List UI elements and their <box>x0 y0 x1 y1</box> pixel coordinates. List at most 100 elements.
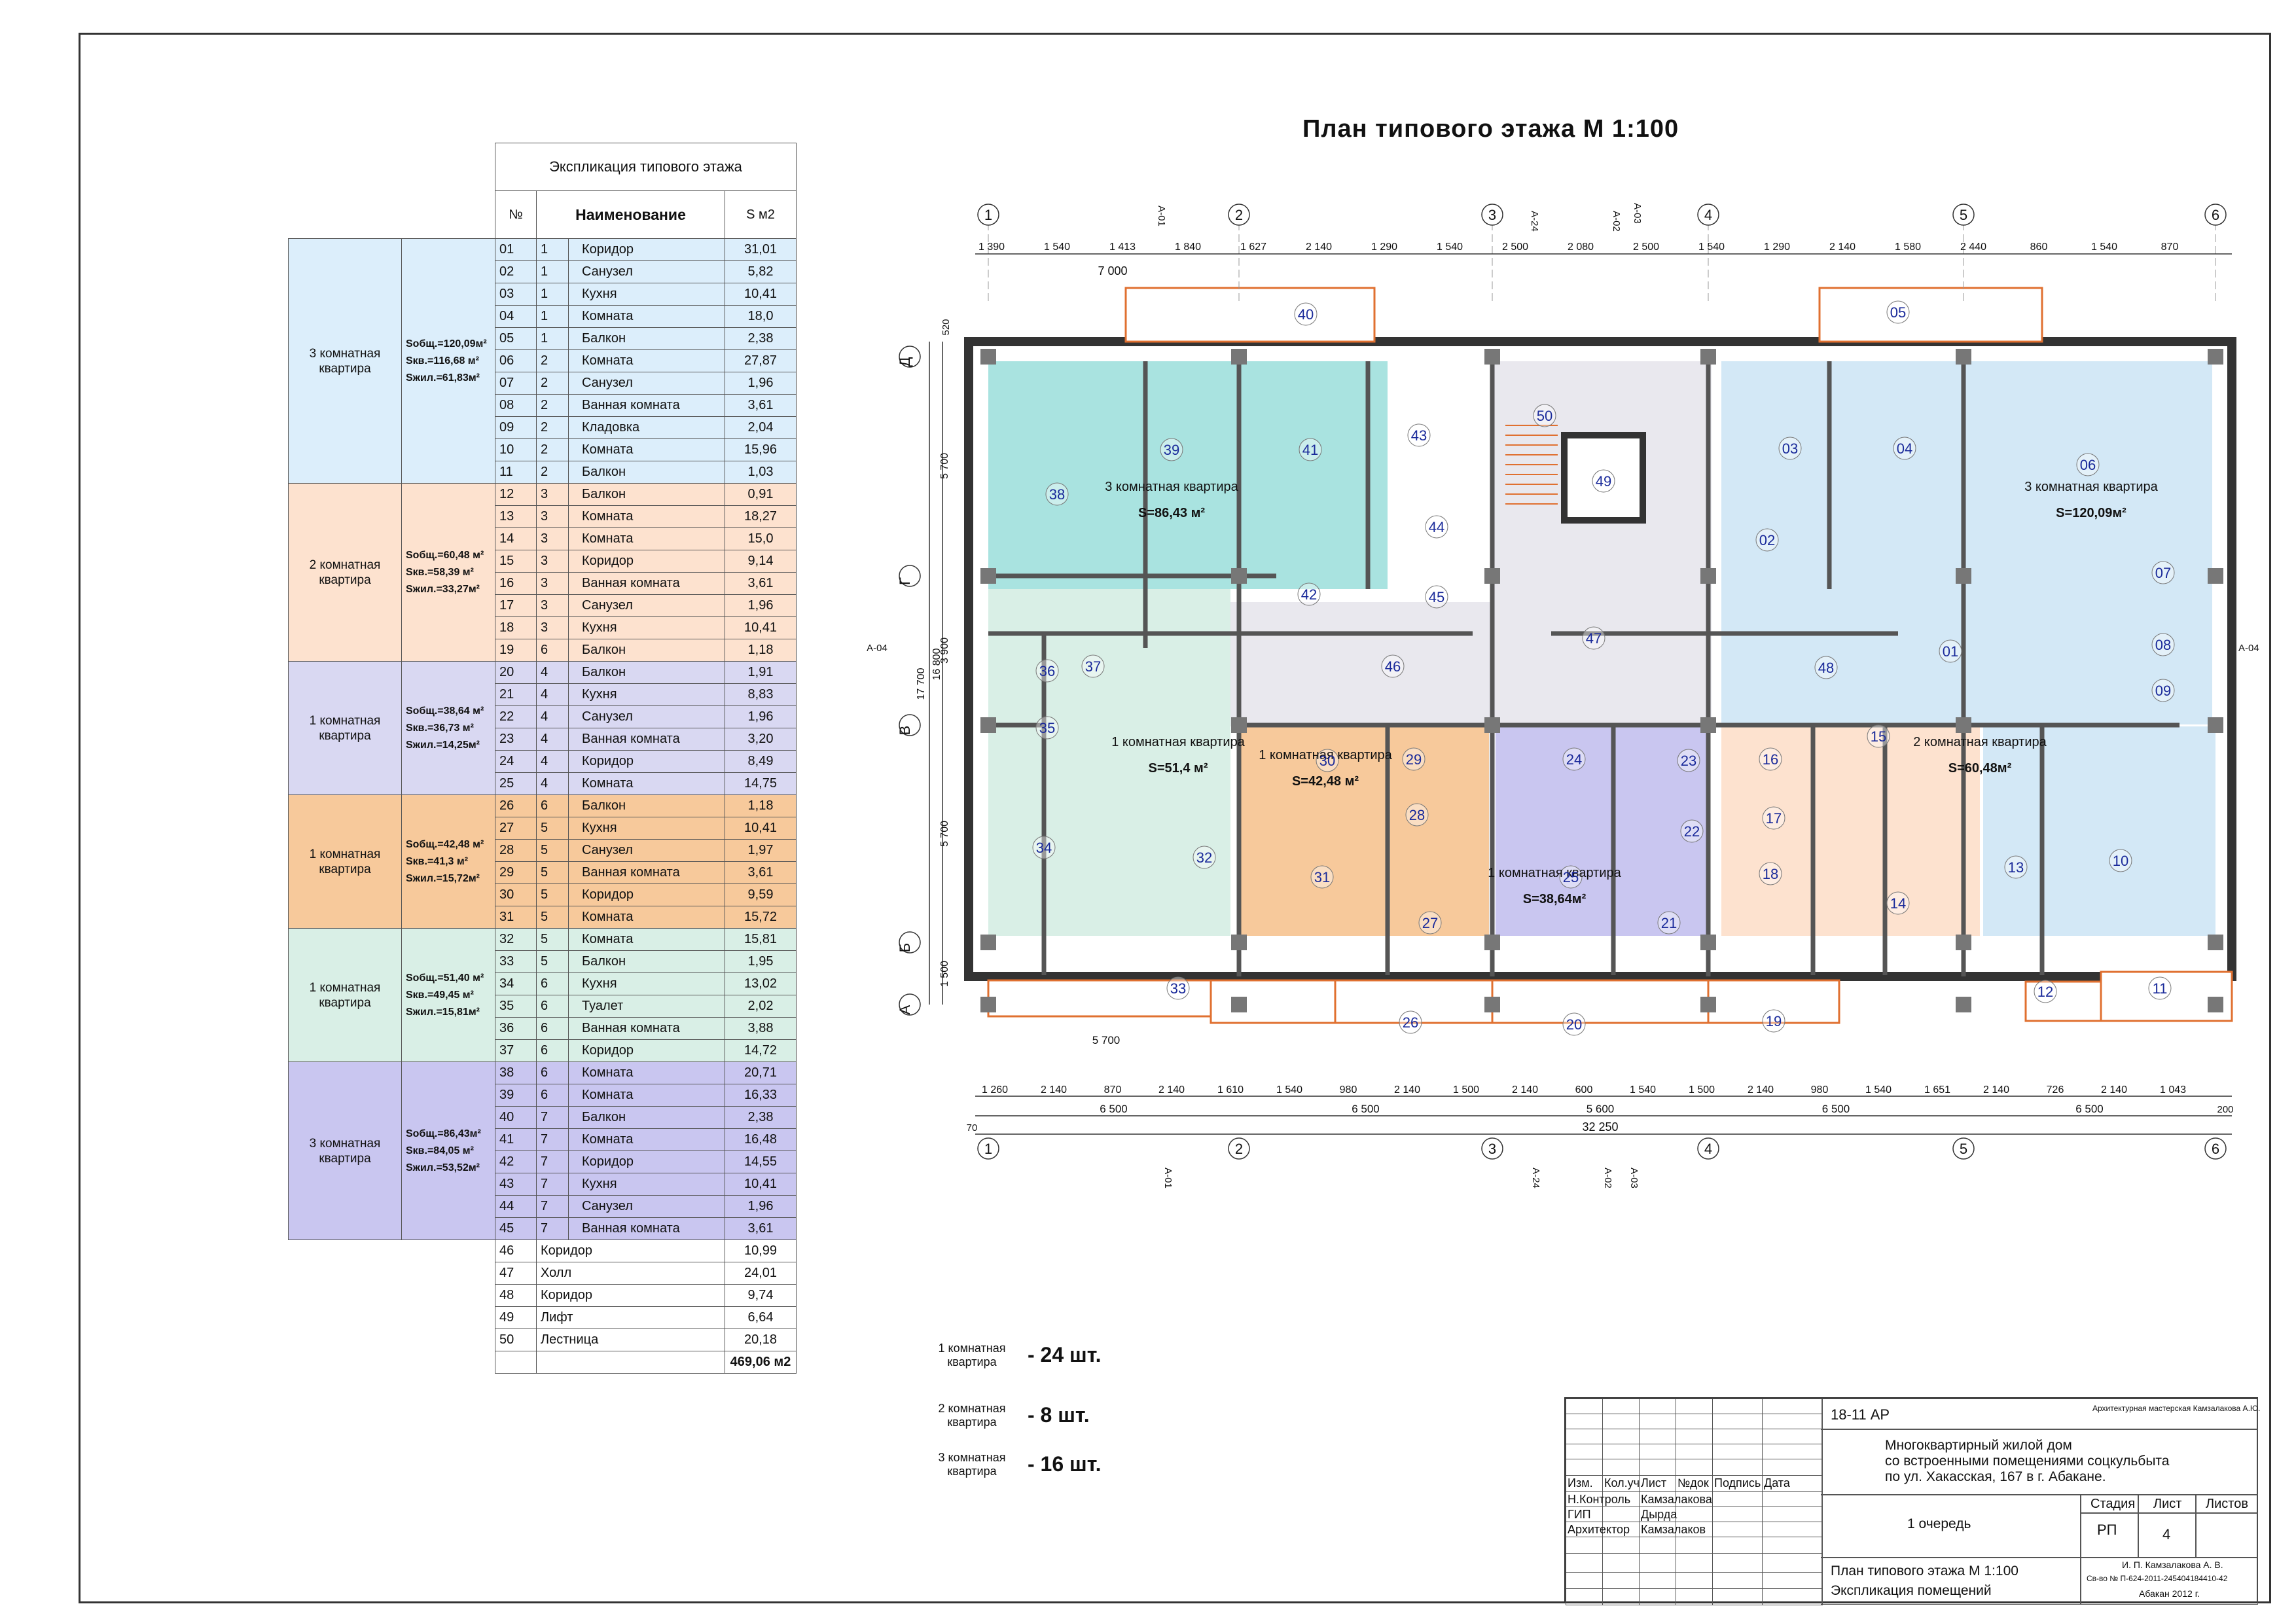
stamp-sheets-cell <box>2195 1512 2258 1558</box>
room-no: 28 <box>495 839 537 862</box>
stamp-grid-cell <box>1566 1429 1603 1444</box>
area-value: Sобщ.=120,09м² <box>406 338 487 349</box>
apartment-no: 5 <box>536 928 569 951</box>
room-number: 34 <box>1036 840 1052 856</box>
apartment-zone <box>1983 726 2215 936</box>
area-value: Sкв.=49,45 м² <box>406 989 474 1001</box>
room-name: Санузел <box>568 260 725 283</box>
stamp-grid-cell <box>1602 1459 1640 1476</box>
room-area: 10,41 <box>725 283 797 306</box>
column <box>1484 349 1500 365</box>
room-no: 23 <box>495 728 537 751</box>
stamp-grid-cell <box>1602 1414 1640 1429</box>
stamp-grid-cell <box>1762 1459 1823 1476</box>
apartment-zone <box>988 361 1388 589</box>
column <box>1700 997 1716 1012</box>
room-name: Санузел <box>568 594 725 617</box>
apartment-type: 3 комнатная квартира <box>288 1061 402 1240</box>
room-no: 43 <box>495 1173 537 1196</box>
room-area: 3,61 <box>725 861 797 884</box>
apartment-zone <box>1240 726 1489 936</box>
axis-bubble <box>2204 1137 2227 1160</box>
dimension-text: 1 540 <box>1437 241 1463 253</box>
stamp-grid-cell <box>1639 1459 1676 1476</box>
apartment-label: 3 комнатная квартира <box>1105 480 1238 494</box>
column <box>1231 349 1247 365</box>
room-name: Лифт <box>536 1306 725 1329</box>
room-area: 18,0 <box>725 305 797 328</box>
room-number: 48 <box>1818 660 1834 676</box>
room-no: 07 <box>495 372 537 395</box>
dimension-text: 6 500 <box>1100 1103 1128 1115</box>
balcony <box>1707 979 1840 1024</box>
stamp-grid-cell <box>1712 1522 1763 1537</box>
total-row: 469,06 м2 <box>289 1351 797 1374</box>
apartment-no: 3 <box>536 527 569 550</box>
room-no: 20 <box>495 661 537 684</box>
room-name: Комната <box>568 305 725 328</box>
room-name: Комната <box>568 527 725 550</box>
dimension-text: 1 610 <box>1217 1084 1244 1096</box>
count-label-2: 2 комнатная квартира <box>938 1402 1006 1429</box>
stamp-grid-cell <box>1639 1429 1676 1444</box>
count-label-3: 3 комнатная квартира <box>938 1451 1006 1478</box>
stamp-grid-cell <box>1762 1507 1823 1522</box>
table-header-row: № Наименование S м2 <box>289 190 797 239</box>
count-value-3: - 16 шт. <box>1028 1452 1102 1476</box>
room-bubble <box>2151 633 2175 656</box>
stamp-grid-cell <box>1712 1553 1763 1573</box>
room-bubble <box>1755 528 1779 552</box>
apartment-type: 1 комнатная квартира <box>288 928 402 1062</box>
section-mark: А-03 <box>1632 203 1643 224</box>
room-number: 08 <box>2155 637 2171 653</box>
room-bubble <box>1081 654 1105 678</box>
stamp-sheet-cell <box>2138 1512 2197 1558</box>
room-area: 2,02 <box>725 995 797 1018</box>
room-bubble <box>2109 849 2132 872</box>
stamp-queue: 1 очередь <box>1907 1516 1971 1531</box>
dimension-text: 520 <box>941 319 952 335</box>
room-no: 01 <box>495 238 537 261</box>
column <box>1956 997 1971 1012</box>
apartment-no: 3 <box>536 550 569 573</box>
room-no: 39 <box>495 1084 537 1107</box>
stamp-code-cell <box>1821 1399 2258 1430</box>
room-area: 10,99 <box>725 1240 797 1262</box>
room-bubble <box>2076 453 2100 476</box>
area-value: Sжил.=15,72м² <box>406 872 480 884</box>
room-no: 40 <box>495 1106 537 1129</box>
column <box>1956 568 1971 584</box>
room-number: 11 <box>2153 980 2168 997</box>
dimension-text: 726 <box>2047 1084 2064 1096</box>
column <box>1231 568 1247 584</box>
apartment-no: 4 <box>536 750 569 773</box>
room-area: 15,72 <box>725 906 797 929</box>
apartment-no: 5 <box>536 817 569 840</box>
stamp-grid-cell <box>1566 1399 1603 1414</box>
room-name: Коридор <box>568 1150 725 1173</box>
stamp-grid-cell <box>1639 1414 1676 1429</box>
room-bubble <box>1045 482 1069 506</box>
stamp-grid-cell <box>1602 1429 1640 1444</box>
dimension-text: 2 440 <box>1960 241 1986 253</box>
room-name: Кухня <box>568 616 725 639</box>
room-area: 15,96 <box>725 438 797 461</box>
room-number: 28 <box>1409 807 1425 823</box>
room-bubble <box>1316 749 1339 772</box>
balcony <box>1334 979 1494 1024</box>
dimension-text: 5 700 <box>1092 1034 1121 1046</box>
stamp-grid-cell <box>1712 1414 1763 1429</box>
room-bubble <box>1297 582 1321 606</box>
apartment-no: 3 <box>536 594 569 617</box>
room-name: Санузел <box>568 705 725 728</box>
room-bubble <box>1160 438 1183 461</box>
sheet-frame <box>79 33 2271 1603</box>
room-no: 30 <box>495 883 537 906</box>
